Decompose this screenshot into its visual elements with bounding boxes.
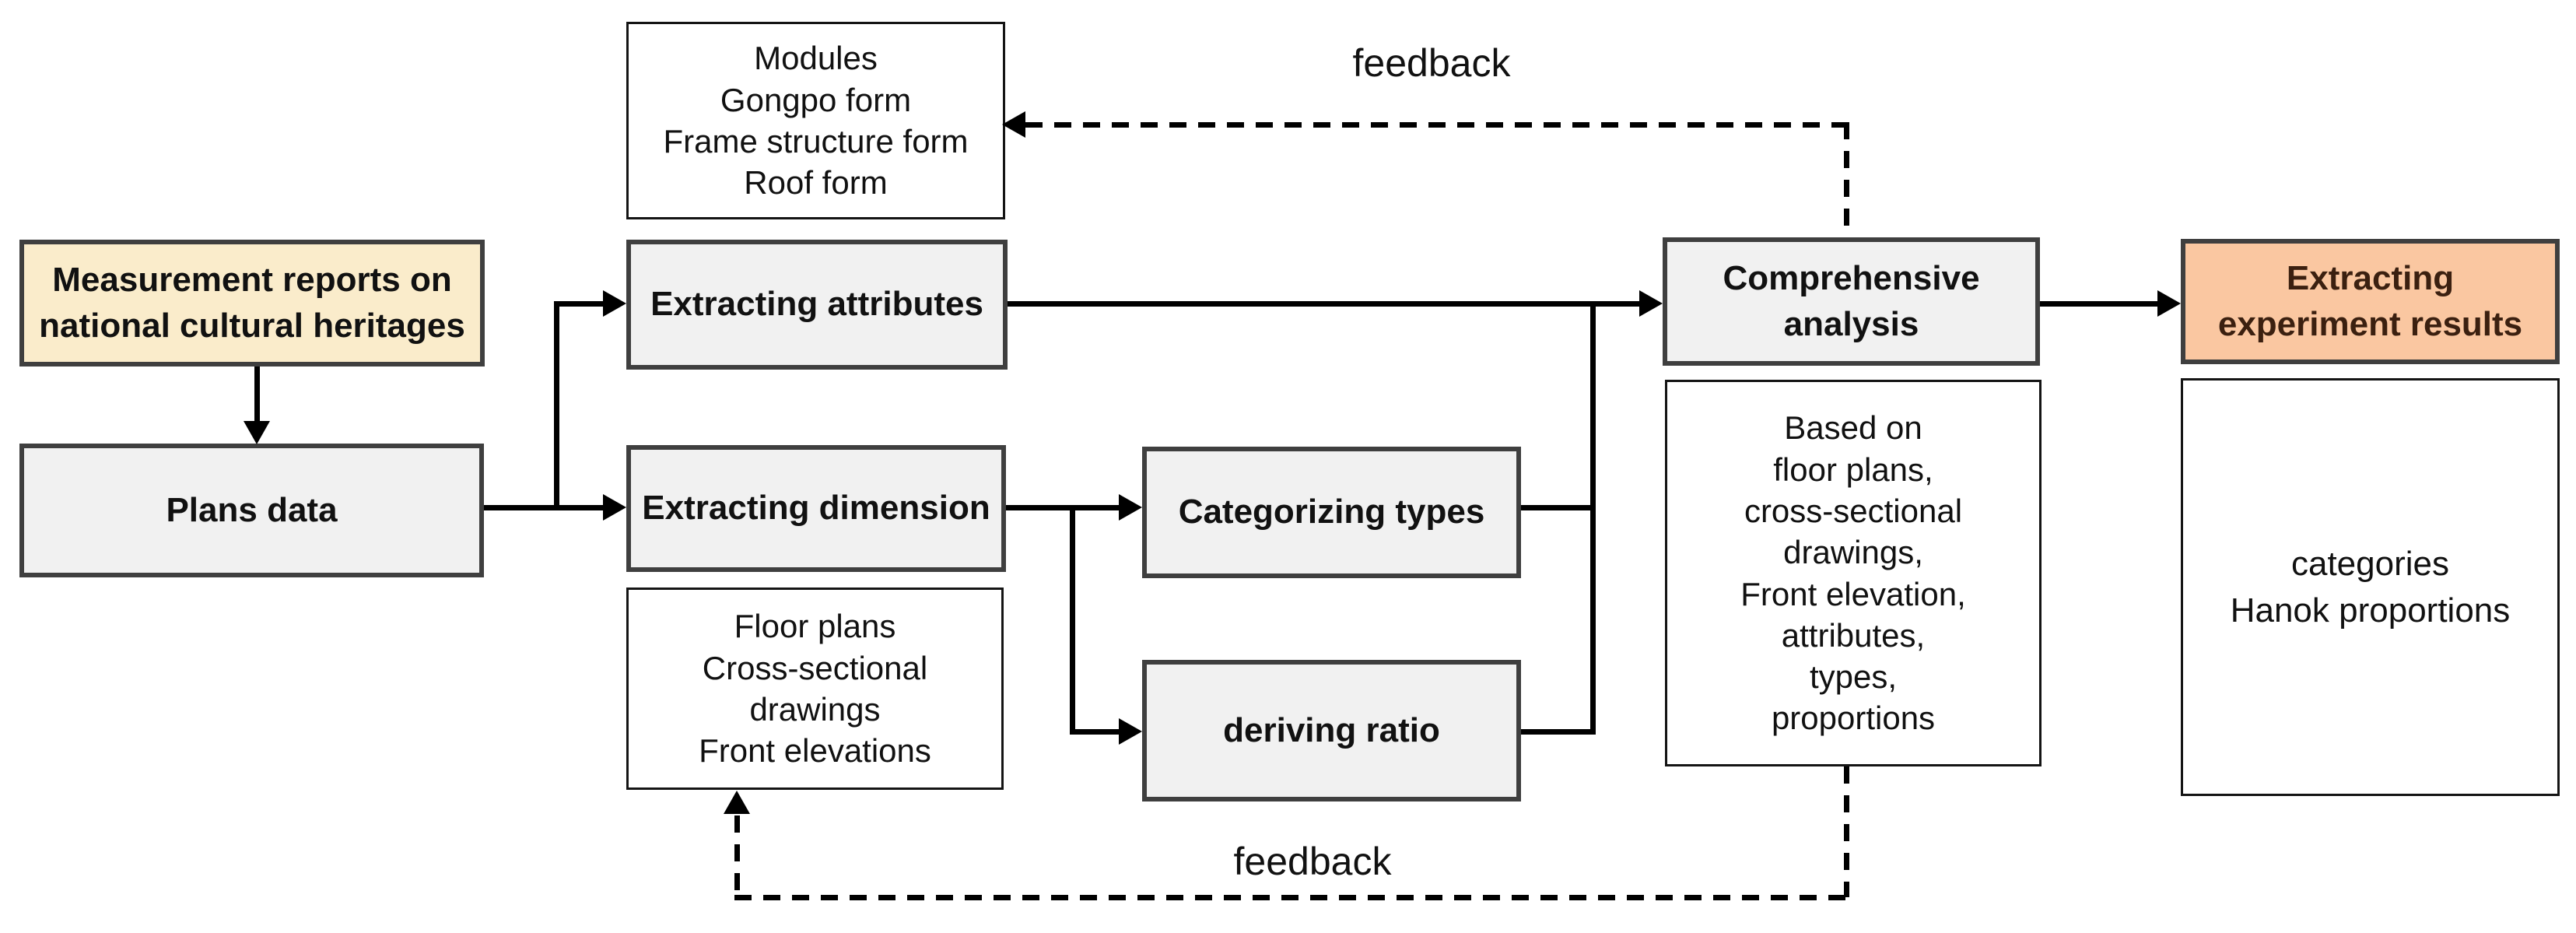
node-plans-data: Plans data <box>19 444 484 577</box>
node-modules-info: Modules Gongpo form Frame structure form… <box>626 22 1005 219</box>
arrowhead-right-dimension <box>603 494 626 521</box>
node-extracting-results: Extracting experiment results <box>2181 239 2560 364</box>
arrowhead-right-types <box>1119 494 1142 521</box>
node-extracting-dimension: Extracting dimension <box>626 445 1006 572</box>
node-categorizing-types: Categorizing types <box>1142 447 1521 578</box>
dashed-feedback-bottom-horizontal <box>734 895 1847 900</box>
node-measurement-reports: Measurement reports on national cultural… <box>19 240 485 367</box>
connector-analysis-to-results <box>2040 301 2157 307</box>
connector-measurement-to-plans <box>254 367 260 423</box>
dashed-feedback-bottom-left-vertical <box>734 815 740 895</box>
arrowhead-right-ratio <box>1119 718 1142 745</box>
connector-branch-to-attributes <box>554 301 603 307</box>
connector-merge-bus <box>1590 301 1596 735</box>
node-analysis-basis-info: Based on floor plans, cross-sectional dr… <box>1665 380 2042 766</box>
node-results-info: categories Hanok proportions <box>2181 378 2560 796</box>
arrowhead-left-feedback-top <box>1002 111 1025 138</box>
node-floor-plans-info: Floor plans Cross-sectional drawings Fro… <box>626 588 1004 790</box>
connector-plans-branch <box>554 301 559 510</box>
arrowhead-up-feedback-bottom <box>724 791 750 814</box>
node-comprehensive-analysis: Comprehensive analysis <box>1663 237 2040 366</box>
connector-dimension-to-types <box>1006 505 1119 510</box>
connector-plans-out <box>484 505 605 510</box>
arrowhead-right-analysis <box>1639 290 1663 317</box>
dashed-feedback-top-horizontal <box>1025 122 1847 128</box>
connector-attributes-to-analysis <box>1008 301 1639 307</box>
connector-dimension-branch <box>1070 505 1075 735</box>
connector-ratio-to-bus <box>1521 729 1596 735</box>
node-deriving-ratio: deriving ratio <box>1142 660 1521 801</box>
connector-branch-to-ratio <box>1070 729 1119 735</box>
dashed-feedback-bottom-right-vertical <box>1844 766 1849 897</box>
node-extracting-attributes: Extracting attributes <box>626 240 1008 370</box>
dashed-feedback-top-vertical <box>1844 122 1849 237</box>
connector-types-to-bus <box>1521 505 1596 510</box>
arrowhead-right-results <box>2157 290 2181 317</box>
label-feedback-top: feedback <box>1352 41 1511 85</box>
arrowhead-down-plans <box>244 421 270 444</box>
arrowhead-right-attributes <box>603 290 626 317</box>
label-feedback-bottom: feedback <box>1233 840 1392 883</box>
